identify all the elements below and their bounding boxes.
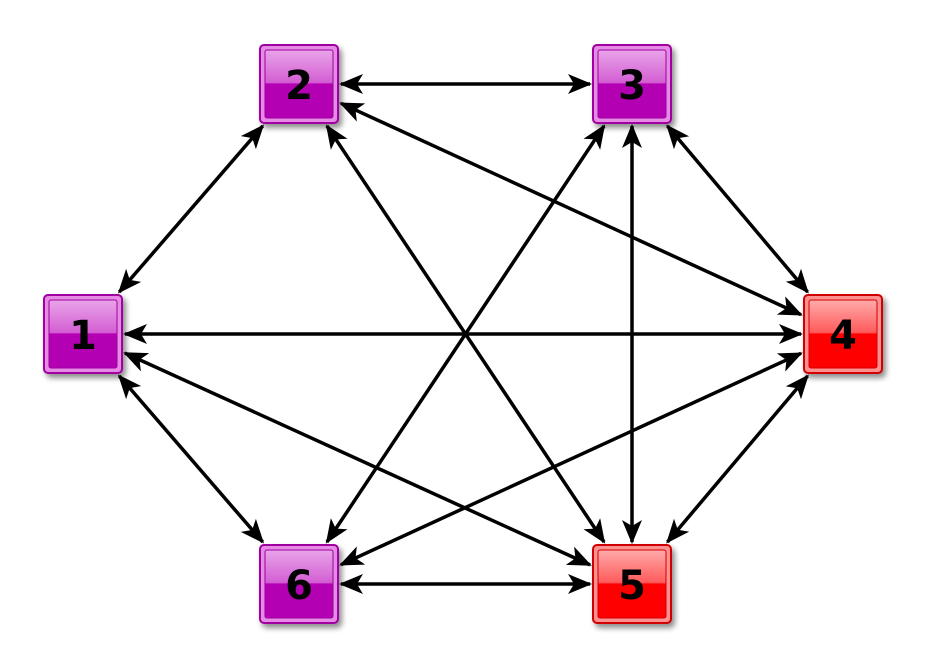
node-5: 5: [592, 544, 672, 624]
node-fill-2: [264, 49, 334, 119]
node-fill-5: [597, 549, 667, 619]
node-2: 2: [259, 44, 339, 124]
node-fill-1: [48, 299, 118, 369]
node-fill-4: [808, 299, 878, 369]
edge-4-5: [666, 374, 809, 544]
edges-layer: [117, 74, 809, 594]
node-label-2: 2: [285, 63, 313, 109]
edge-3-4: [666, 124, 809, 294]
node-label-4: 4: [829, 313, 857, 359]
node-fill-3: [597, 49, 667, 119]
node-6: 6: [259, 544, 339, 624]
node-4: 4: [803, 294, 883, 374]
edge-1-2: [117, 124, 265, 294]
edge-6-1: [117, 374, 265, 544]
edge-4-6: [339, 351, 803, 567]
node-label-3: 3: [618, 63, 646, 109]
edge-2-4: [339, 101, 803, 317]
edge-1-5: [123, 351, 592, 567]
node-label-1: 1: [69, 313, 97, 359]
node-label-5: 5: [618, 563, 646, 609]
node-fill-6: [264, 549, 334, 619]
node-1: 1: [43, 294, 123, 374]
nodes-layer: 1 2 3 4 5 6: [43, 44, 883, 624]
node-label-6: 6: [285, 563, 313, 609]
node-3: 3: [592, 44, 672, 124]
